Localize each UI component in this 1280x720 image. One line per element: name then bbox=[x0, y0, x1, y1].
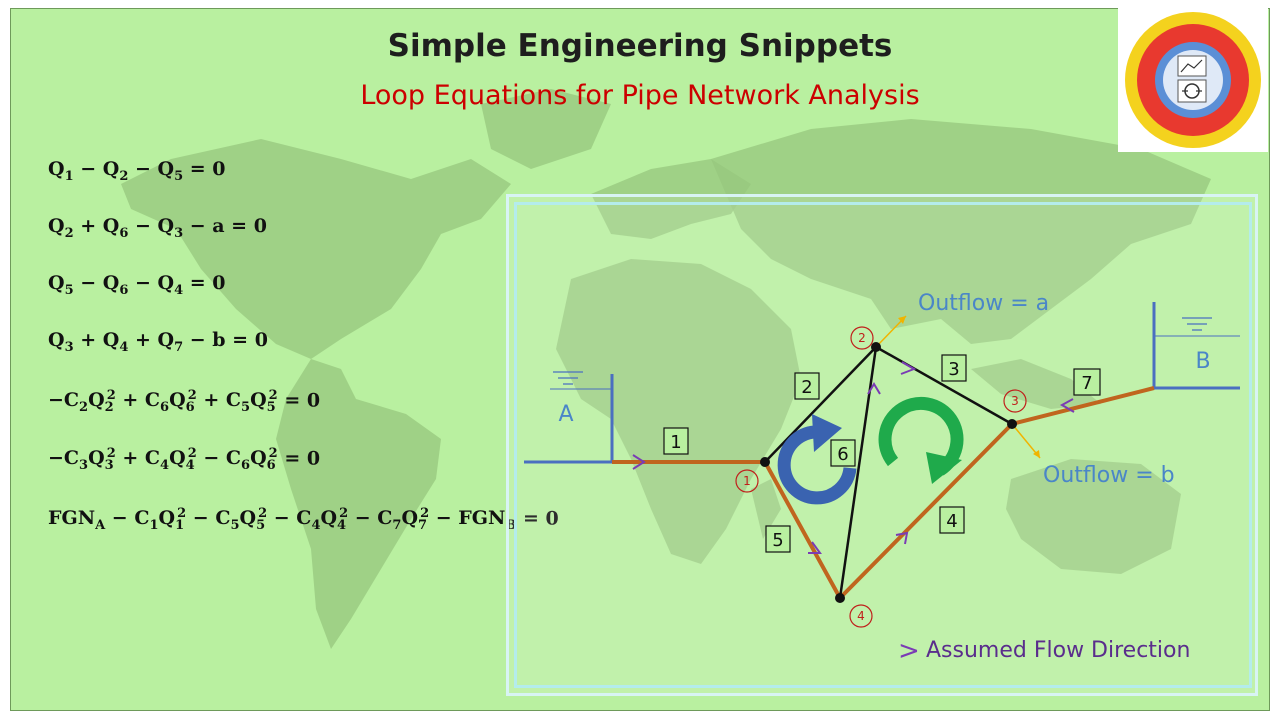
page-title: Simple Engineering Snippets bbox=[387, 28, 893, 64]
equation-4: Q3 + Q4 + Q7 − b = 0 bbox=[48, 329, 268, 355]
equation-term: Q42 bbox=[169, 446, 197, 474]
logo-badge-icon bbox=[1118, 8, 1268, 152]
main-pipe-path bbox=[612, 386, 1155, 600]
equation-term: + C6 bbox=[115, 389, 170, 416]
equation-5: −C2Q22 + C6Q62 + C5Q52 = 0 bbox=[48, 388, 320, 415]
equation-term: Q22 bbox=[88, 388, 116, 416]
equation-7: FGNA − C1Q12 − C5Q52 − C4Q42 − C7Q72 − F… bbox=[48, 506, 559, 533]
node-label-1: 1 bbox=[743, 474, 751, 488]
loop-counterclockwise-arrow-icon bbox=[878, 396, 964, 484]
equation-3: Q5 − Q6 − Q4 = 0 bbox=[48, 272, 225, 298]
world-map-background bbox=[121, 89, 1211, 649]
slide-background bbox=[10, 8, 1270, 711]
equation-term: Q32 bbox=[88, 446, 116, 474]
equation-term: Q12 bbox=[158, 506, 187, 534]
diagram-frame-inner bbox=[514, 202, 1252, 688]
outflow-a-arrow-icon bbox=[875, 315, 907, 348]
equation-term: Q42 bbox=[320, 506, 349, 534]
reservoir-a-label: A bbox=[558, 402, 573, 427]
legend-chevron-icon: > bbox=[898, 636, 920, 666]
equation-term: Q3 bbox=[48, 329, 74, 355]
page-subtitle: Loop Equations for Pipe Network Analysis bbox=[360, 80, 920, 111]
equation-tail: = 0 bbox=[277, 389, 321, 412]
equation-term: + Q7 bbox=[128, 329, 184, 355]
equation-term: + C4 bbox=[115, 447, 170, 474]
equation-term: − C4 bbox=[267, 507, 321, 534]
equation-term: − Q6 bbox=[73, 272, 129, 298]
outflow-b-arrow-icon bbox=[1011, 423, 1041, 459]
equation-term: − C1 bbox=[105, 507, 159, 534]
equation-term: Q62 bbox=[250, 446, 278, 474]
node-label-4: 4 bbox=[857, 609, 865, 623]
equation-tail: = 0 bbox=[277, 447, 321, 470]
equation-term: Q52 bbox=[239, 506, 268, 534]
pipe-label-5: 5 bbox=[772, 530, 783, 551]
equation-term: Q62 bbox=[169, 388, 197, 416]
equation-term: − C6 bbox=[196, 447, 251, 474]
equation-term: Q2 bbox=[48, 215, 74, 241]
node-label-2: 2 bbox=[858, 331, 866, 345]
pipe-label-6: 6 bbox=[837, 444, 848, 465]
equation-term: −C3 bbox=[48, 447, 89, 474]
equation-2: Q2 + Q6 − Q3 − a = 0 bbox=[48, 215, 267, 241]
equation-6: −C3Q32 + C4Q42 − C6Q62 = 0 bbox=[48, 446, 320, 473]
equation-tail: − a = 0 bbox=[183, 215, 267, 237]
pipe-label-3: 3 bbox=[948, 359, 959, 380]
equation-term: − C7 bbox=[348, 507, 402, 534]
outflow-b-label: Outflow = b bbox=[1043, 463, 1175, 488]
pipe-label-7: 7 bbox=[1081, 373, 1092, 394]
equation-term: −C2 bbox=[48, 389, 89, 416]
flow-direction-chevron-icon bbox=[632, 361, 1075, 554]
loop-clockwise-arrow-icon bbox=[777, 414, 857, 505]
equation-1: Q1 − Q2 − Q5 = 0 bbox=[48, 158, 225, 184]
pipe-label-1: 1 bbox=[670, 432, 681, 453]
equation-term: − Q4 bbox=[128, 272, 184, 298]
pipe-label-2: 2 bbox=[801, 377, 812, 398]
pipe-number-boxes bbox=[663, 354, 1101, 553]
legend-label: Assumed Flow Direction bbox=[926, 638, 1191, 663]
node-circles bbox=[735, 326, 1027, 628]
pipe-label-4: 4 bbox=[946, 511, 957, 532]
reservoir-a: A bbox=[524, 371, 614, 464]
equation-term: Q5 bbox=[48, 272, 74, 298]
equation-term: − FGNB bbox=[429, 507, 517, 534]
equation-tail: = 0 bbox=[183, 158, 226, 180]
outflow-a-label: Outflow = a bbox=[918, 291, 1049, 316]
equation-term: − Q3 bbox=[128, 215, 184, 241]
equation-tail: = 0 bbox=[516, 507, 559, 530]
equation-term: FGNA bbox=[48, 507, 106, 534]
equation-term: − C5 bbox=[186, 507, 240, 534]
equation-tail: = 0 bbox=[183, 272, 226, 294]
reservoir-b: B bbox=[1152, 302, 1240, 390]
equation-term: + C5 bbox=[196, 389, 251, 416]
equation-tail: − b = 0 bbox=[183, 329, 268, 351]
reservoir-b-label: B bbox=[1195, 349, 1210, 374]
equation-term: Q1 bbox=[48, 158, 74, 184]
equation-term: + Q4 bbox=[73, 329, 129, 355]
node-label-3: 3 bbox=[1011, 394, 1019, 408]
equation-term: Q72 bbox=[401, 506, 430, 534]
node-dots bbox=[760, 342, 1017, 603]
equation-term: − Q5 bbox=[128, 158, 184, 184]
equation-term: − Q2 bbox=[73, 158, 129, 184]
equation-term: + Q6 bbox=[73, 215, 129, 241]
equation-term: Q52 bbox=[250, 388, 278, 416]
